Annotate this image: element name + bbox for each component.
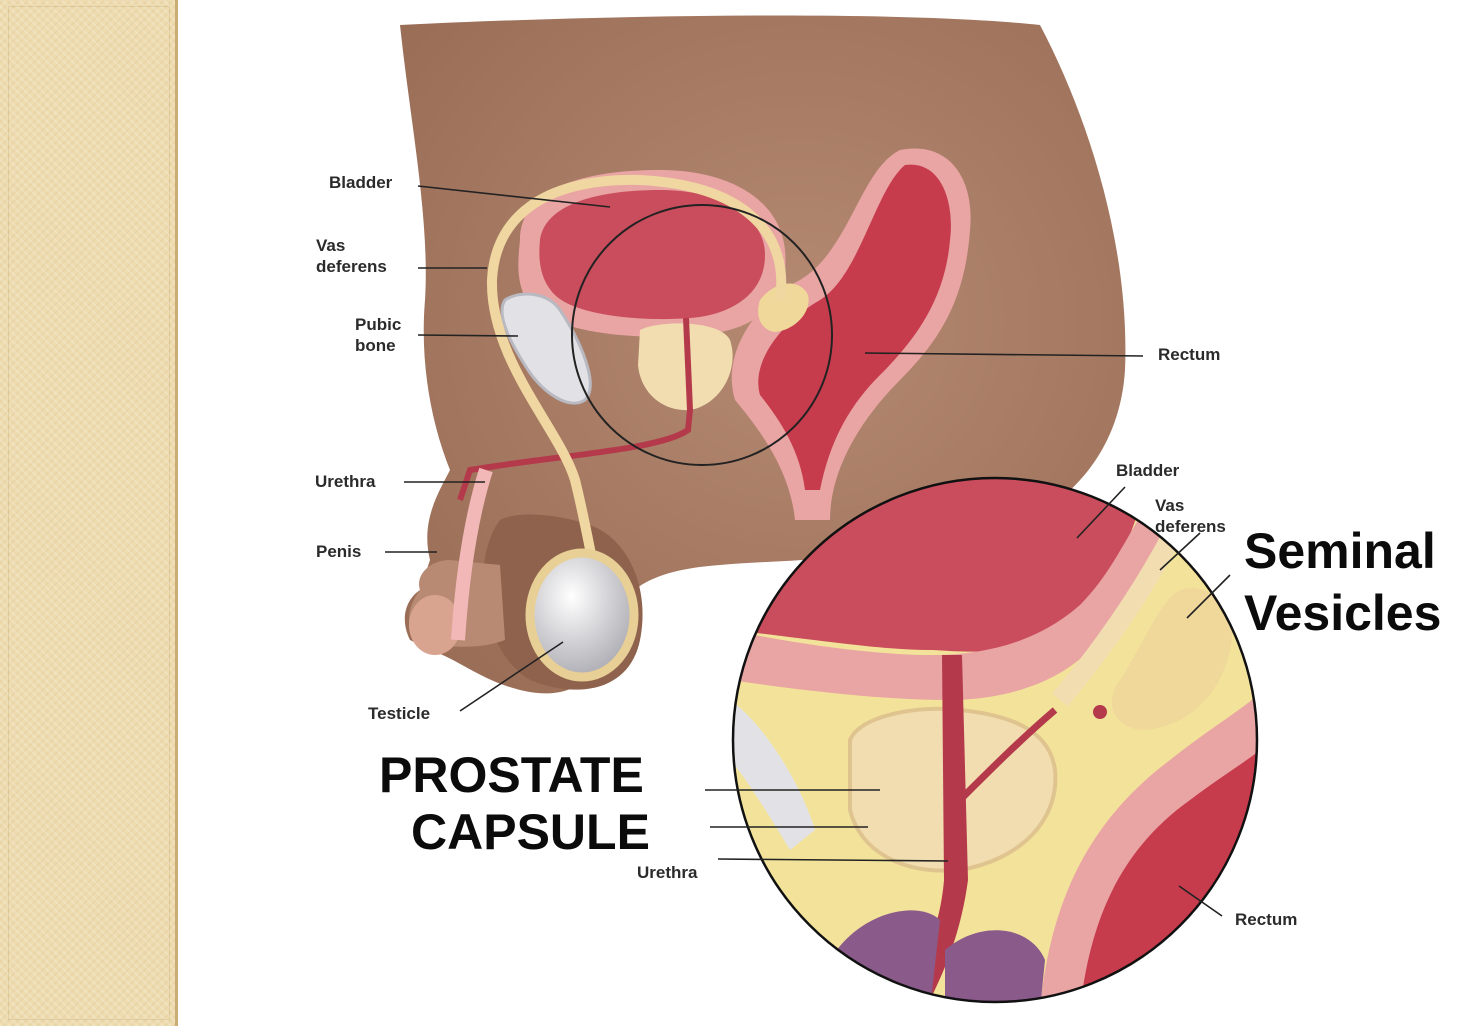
label-vas-line2: deferens: [316, 257, 387, 276]
label-urethra-inset: Urethra: [637, 863, 698, 882]
label-urethra: Urethra: [315, 472, 376, 491]
inset-muscle-2: [945, 930, 1045, 1010]
inset-detail: [730, 475, 1270, 1015]
testicle-shape: [530, 553, 634, 677]
label-bladder: Bladder: [329, 173, 393, 192]
label-capsule: CAPSULE: [411, 804, 650, 860]
bladder-inner: [539, 190, 765, 319]
inset-duct-end: [1093, 705, 1107, 719]
label-prostate: PROSTATE: [379, 747, 644, 803]
label-pubic-line1: Pubic: [355, 315, 401, 334]
leader-pubic: [418, 335, 518, 336]
label-vas-inset-line2: deferens: [1155, 517, 1226, 536]
label-vesicles: Vesicles: [1244, 585, 1441, 641]
label-seminal: Seminal: [1244, 523, 1436, 579]
label-vas-inset-line1: Vas: [1155, 496, 1184, 515]
label-penis: Penis: [316, 542, 361, 561]
label-pubic-line2: bone: [355, 336, 396, 355]
label-rectum: Rectum: [1158, 345, 1220, 364]
label-bladder-inset: Bladder: [1116, 461, 1180, 480]
label-rectum-inset: Rectum: [1235, 910, 1297, 929]
label-vas-line1: Vas: [316, 236, 345, 255]
label-testicle: Testicle: [368, 704, 430, 723]
